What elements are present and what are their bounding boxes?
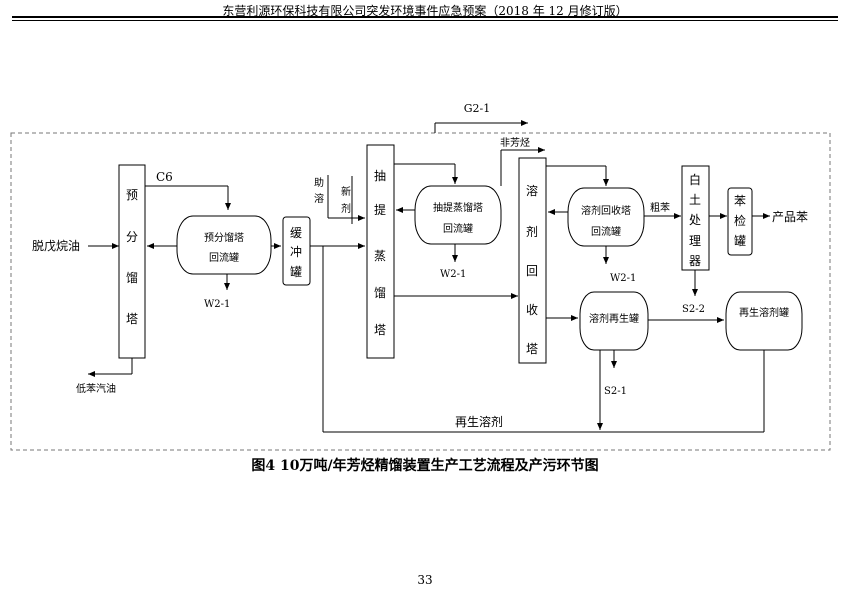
- svg-text:罐: 罐: [290, 265, 302, 279]
- svg-text:溶剂再生罐: 溶剂再生罐: [589, 312, 639, 325]
- svg-text:助: 助: [314, 176, 324, 189]
- svg-text:处: 处: [689, 213, 701, 227]
- svg-text:土: 土: [689, 193, 701, 207]
- recovery-tower: [518, 157, 547, 364]
- header-rule: [12, 16, 838, 18]
- s2-2-label: S2-2: [682, 304, 705, 315]
- svg-text:溶: 溶: [526, 183, 538, 198]
- svg-text:冲: 冲: [290, 244, 302, 259]
- w2-1-b-label: W2-1: [440, 269, 466, 280]
- svg-text:提: 提: [374, 202, 386, 217]
- svg-text:回流罐: 回流罐: [591, 225, 621, 238]
- svg-text:馏: 馏: [374, 286, 386, 300]
- non-aromatics-label: 非芳烃: [500, 136, 530, 149]
- svg-text:缓: 缓: [290, 226, 302, 240]
- low-benzene-label: 低苯汽油: [76, 382, 116, 395]
- figure-caption: 图4 10万吨/年芳烃精馏装置生产工艺流程及产污环节图: [251, 458, 599, 474]
- g2-1-label: G2-1: [464, 102, 491, 115]
- svg-text:苯: 苯: [734, 194, 746, 208]
- buffer-tank: [282, 216, 311, 286]
- svg-text:器: 器: [689, 254, 701, 268]
- svg-text:再生溶剂罐: 再生溶剂罐: [739, 306, 789, 319]
- svg-text:剂: 剂: [526, 224, 538, 239]
- product-label: 产品苯: [772, 210, 808, 224]
- regen-solvent-label: 再生溶剂: [455, 414, 503, 429]
- header-rule-thin: [12, 20, 838, 21]
- svg-text:预: 预: [126, 188, 138, 202]
- svg-text:塔: 塔: [526, 342, 538, 356]
- benzene-check-tank: [727, 187, 753, 256]
- svg-text:理: 理: [689, 234, 701, 248]
- svg-text:塔: 塔: [126, 312, 138, 326]
- s2-1-label: S2-1: [604, 386, 627, 397]
- page-header: 东营利源环保科技有限公司突发环境事件应急预案（2018 年 12 月修订版）: [222, 4, 628, 18]
- svg-text:预分馏塔: 预分馏塔: [204, 231, 244, 244]
- svg-text:馏: 馏: [126, 271, 138, 285]
- w2-1-c-label: W2-1: [610, 273, 636, 284]
- page-number: 33: [417, 573, 433, 587]
- crude-benzene-label: 粗苯: [650, 201, 670, 214]
- extract-reflux-drum: [414, 185, 502, 245]
- svg-text:罐: 罐: [734, 234, 746, 248]
- svg-text:溶: 溶: [314, 192, 324, 205]
- svg-text:蒸: 蒸: [374, 249, 386, 263]
- svg-text:收: 收: [526, 303, 538, 317]
- svg-text:新: 新: [341, 185, 351, 198]
- extract-tower: [366, 144, 395, 359]
- c6-label: C6: [156, 170, 173, 184]
- svg-text:回流罐: 回流罐: [209, 251, 239, 264]
- svg-text:抽: 抽: [374, 169, 386, 183]
- svg-text:检: 检: [734, 213, 746, 228]
- svg-text:白: 白: [689, 172, 701, 187]
- prefrac-reflux-drum: [176, 215, 272, 275]
- svg-text:剂: 剂: [341, 202, 351, 215]
- svg-text:塔: 塔: [374, 323, 386, 337]
- svg-text:回: 回: [526, 264, 538, 278]
- w2-1-a-label: W2-1: [204, 299, 230, 310]
- regen-solvent-tank: [725, 291, 803, 351]
- clay-treater: [681, 165, 710, 271]
- svg-text:回流罐: 回流罐: [443, 222, 473, 235]
- prefrac-tower-label: 预 分 馏 塔: [126, 188, 138, 326]
- svg-text:分: 分: [126, 230, 138, 244]
- unit-boundary: [10, 132, 831, 451]
- svg-text:溶剂回收塔: 溶剂回收塔: [581, 204, 631, 217]
- svg-text:抽提蒸馏塔: 抽提蒸馏塔: [433, 201, 483, 214]
- prefrac-tower: [118, 164, 146, 359]
- feed-label: 脱戊烷油: [32, 238, 80, 253]
